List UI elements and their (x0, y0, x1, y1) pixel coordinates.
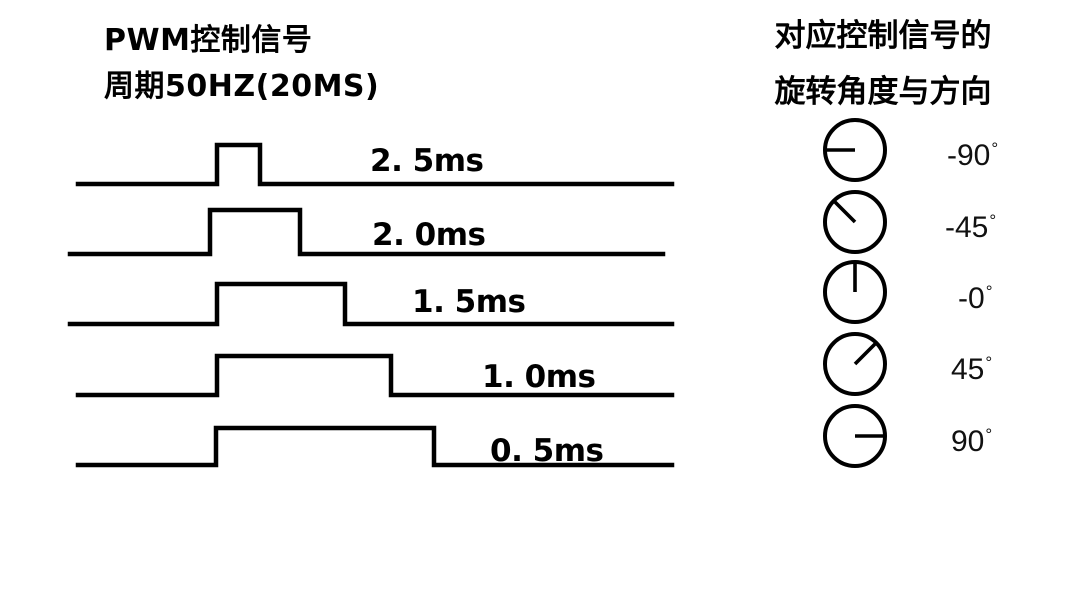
angle-title-line2: 旋转角度与方向 (774, 74, 992, 110)
dial-zero (821, 258, 889, 326)
angle-value: 90 (951, 425, 985, 458)
angle-value: -0 (958, 282, 985, 315)
pwm-pulse-trace (67, 281, 675, 327)
degree-symbol: ° (985, 353, 993, 372)
pulse-width-label: 1. 0ms (482, 359, 596, 395)
dial-face (823, 190, 887, 254)
degree-symbol: ° (985, 282, 993, 301)
pwm-pulse-trace (67, 207, 666, 257)
pwm-waveform-group (67, 142, 675, 468)
degree-symbol: ° (991, 139, 999, 158)
pulse-width-label: 0. 5ms (490, 433, 604, 469)
dial-needle-icon (853, 341, 878, 366)
angle-value: 45 (951, 353, 985, 386)
dial-face (823, 332, 887, 396)
dial-plus-90 (821, 402, 889, 470)
angle-label: 45° (951, 348, 992, 385)
dial-face (823, 404, 887, 468)
pwm-pulse-trace (75, 142, 675, 187)
pulse-width-label: 2. 0ms (372, 217, 486, 253)
angle-label: 90° (951, 420, 992, 457)
degree-symbol: ° (985, 425, 993, 444)
angle-value: -90 (947, 139, 991, 172)
pwm-title-line1: PWM控制信号 (104, 23, 313, 58)
pwm-title-line2: 周期50HZ(20MS) (104, 69, 380, 104)
angle-label: -0° (958, 277, 993, 314)
angle-title-line1: 对应控制信号的 (774, 18, 992, 54)
degree-symbol: ° (989, 211, 997, 230)
angle-title: 对应控制信号的 旋转角度与方向 (718, 8, 1048, 120)
dial-minus-90 (821, 116, 889, 184)
pwm-waveform-svg (67, 142, 675, 468)
dial-circle-icon (823, 190, 887, 254)
dial-face (823, 260, 887, 324)
dial-face (823, 118, 887, 182)
dial-plus-45 (821, 330, 889, 398)
pwm-title: PWM控制信号 周期50HZ(20MS) (104, 18, 524, 110)
angle-value: -45 (945, 211, 989, 244)
dial-needle-icon (832, 199, 857, 224)
angle-label: -90° (947, 134, 998, 171)
dial-circle-icon (823, 332, 887, 396)
pwm-pulse-trace (75, 353, 675, 398)
dial-minus-45 (821, 188, 889, 256)
pwm-pulse-trace (75, 425, 675, 468)
angle-label: -45° (945, 206, 996, 243)
pulse-width-label: 1. 5ms (412, 284, 526, 320)
pulse-width-label: 2. 5ms (370, 143, 484, 179)
